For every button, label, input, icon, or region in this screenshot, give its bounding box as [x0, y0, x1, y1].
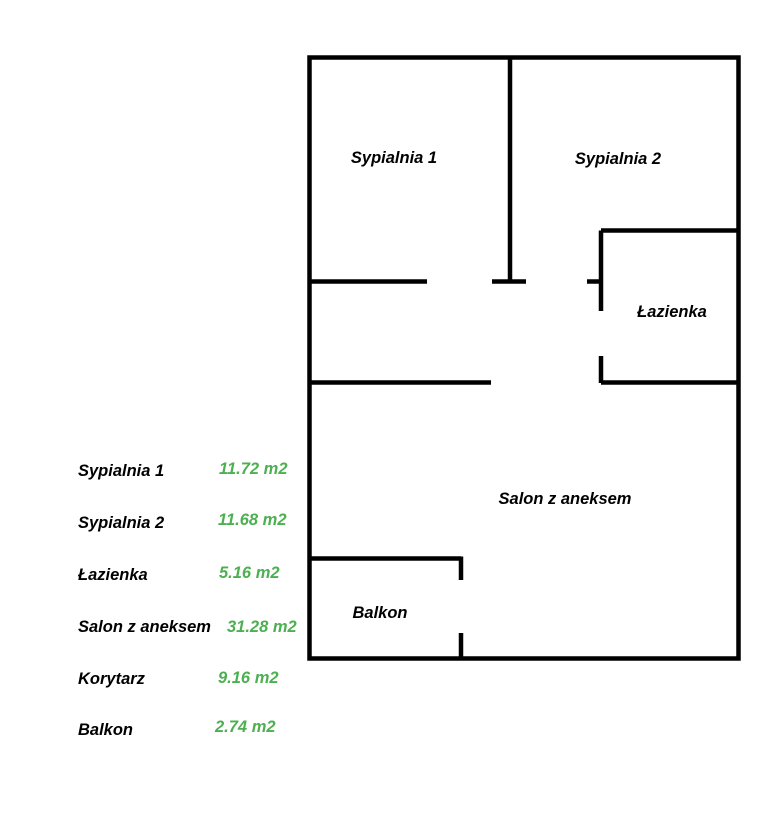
legend-area-living-room: 31.28 m2	[227, 618, 297, 636]
legend-area-bathroom: 5.16 m2	[219, 564, 280, 582]
legend-name-hallway: Korytarz	[78, 670, 145, 688]
room-label-living-room: Salon z aneksem	[498, 489, 632, 508]
room-label-bedroom-1: Sypialnia 1	[350, 148, 438, 167]
legend-area-balcony: 2.74 m2	[215, 718, 276, 736]
legend-name-bedroom-1: Sypialnia 1	[78, 462, 165, 480]
legend-area-bedroom-2: 11.68 m2	[218, 511, 287, 529]
room-label-bathroom: Łazienka	[637, 302, 707, 321]
room-label-balcony: Balkon	[352, 603, 408, 622]
legend-area-hallway: 9.16 m2	[218, 669, 279, 687]
legend-name-balcony: Balkon	[78, 721, 134, 739]
legend-name-bedroom-2: Sypialnia 2	[78, 514, 165, 532]
legend-area-bedroom-1: 11.72 m2	[219, 460, 288, 478]
legend-name-living-room: Salon z aneksem	[78, 618, 211, 636]
legend-name-bathroom: Łazienka	[78, 566, 148, 584]
outer-wall	[307, 55, 741, 661]
room-label-bedroom-2: Sypialnia 2	[574, 149, 662, 168]
